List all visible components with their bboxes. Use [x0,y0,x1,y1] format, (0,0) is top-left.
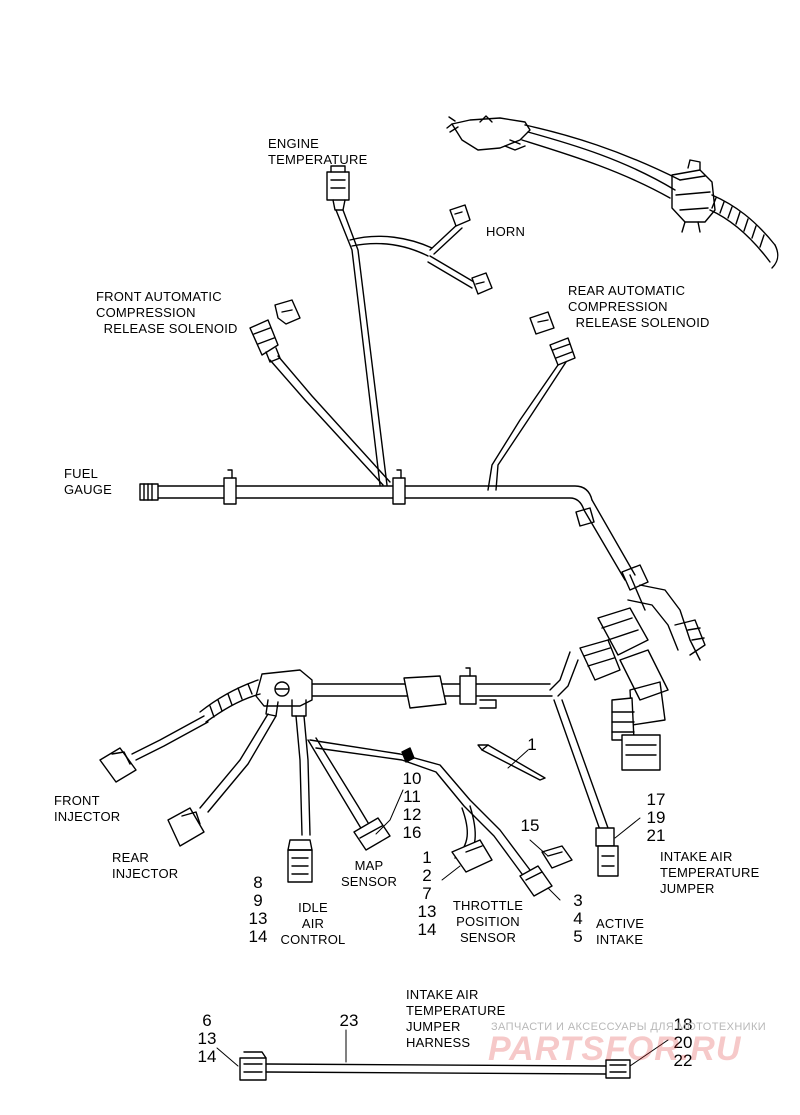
callout-connector-15: 15 [520,816,540,835]
label-map-sensor: MAP SENSOR [340,858,398,889]
rear-acr-branch [487,311,576,491]
label-intake-air-temp-jumper-harness: INTAKE AIR TEMPERATURE JUMPER HARNESS [406,987,506,1050]
lower-harness [99,667,619,897]
callout-intake-air-temp-jumper: 17 19 21 [646,790,666,845]
callout-harness-center: 23 [339,1011,359,1030]
main-trunk [139,469,649,611]
callout-harness-right: 18 20 22 [673,1015,693,1070]
callout-active-intake: 3 4 5 [573,891,583,946]
label-front-injector: FRONT INJECTOR [54,793,121,824]
leader-lines [216,749,669,1067]
label-idle-air-control: IDLE AIR CONTROL [280,900,346,947]
label-engine-temperature: ENGINE TEMPERATURE [268,136,368,167]
main-connector-assembly [446,115,779,269]
label-front-acr: FRONT AUTOMATIC COMPRESSION RELEASE SOLE… [96,289,238,336]
watermark-text: ЗАПЧАСТИ И АКСЕССУАРЫ ДЛЯ МОТОТЕХНИКИ [491,1021,767,1033]
label-horn: HORN [486,224,526,239]
label-active-intake: ACTIVE INTAKE [596,916,645,947]
engine-temperature-branch [326,165,388,486]
bottom-jumper-harness [239,1051,631,1081]
callout-strap: 1 [527,735,537,754]
front-acr-branch [249,299,391,486]
label-rear-acr: REAR AUTOMATIC COMPRESSION RELEASE SOLEN… [568,283,710,330]
label-throttle-position-sensor: THROTTLE POSITION SENSOR [452,898,524,945]
callout-map-sensor: 10 11 12 16 [402,769,422,842]
horn-branch [349,204,493,295]
label-intake-air-temp-jumper: INTAKE AIR TEMPERATURE JUMPER [660,849,760,896]
callout-harness-left: 6 13 14 [197,1011,217,1066]
label-fuel-gauge: FUEL GAUGE [64,466,112,497]
lower-right-assembly [549,584,706,771]
label-rear-injector: REAR INJECTOR [112,850,179,881]
connector-15 [541,845,573,869]
callout-throttle-position: 1 2 7 13 14 [417,848,437,939]
callout-idle-air-control: 8 9 13 14 [248,873,268,946]
watermark-logo: PARTSFOR.RU [488,1030,742,1068]
